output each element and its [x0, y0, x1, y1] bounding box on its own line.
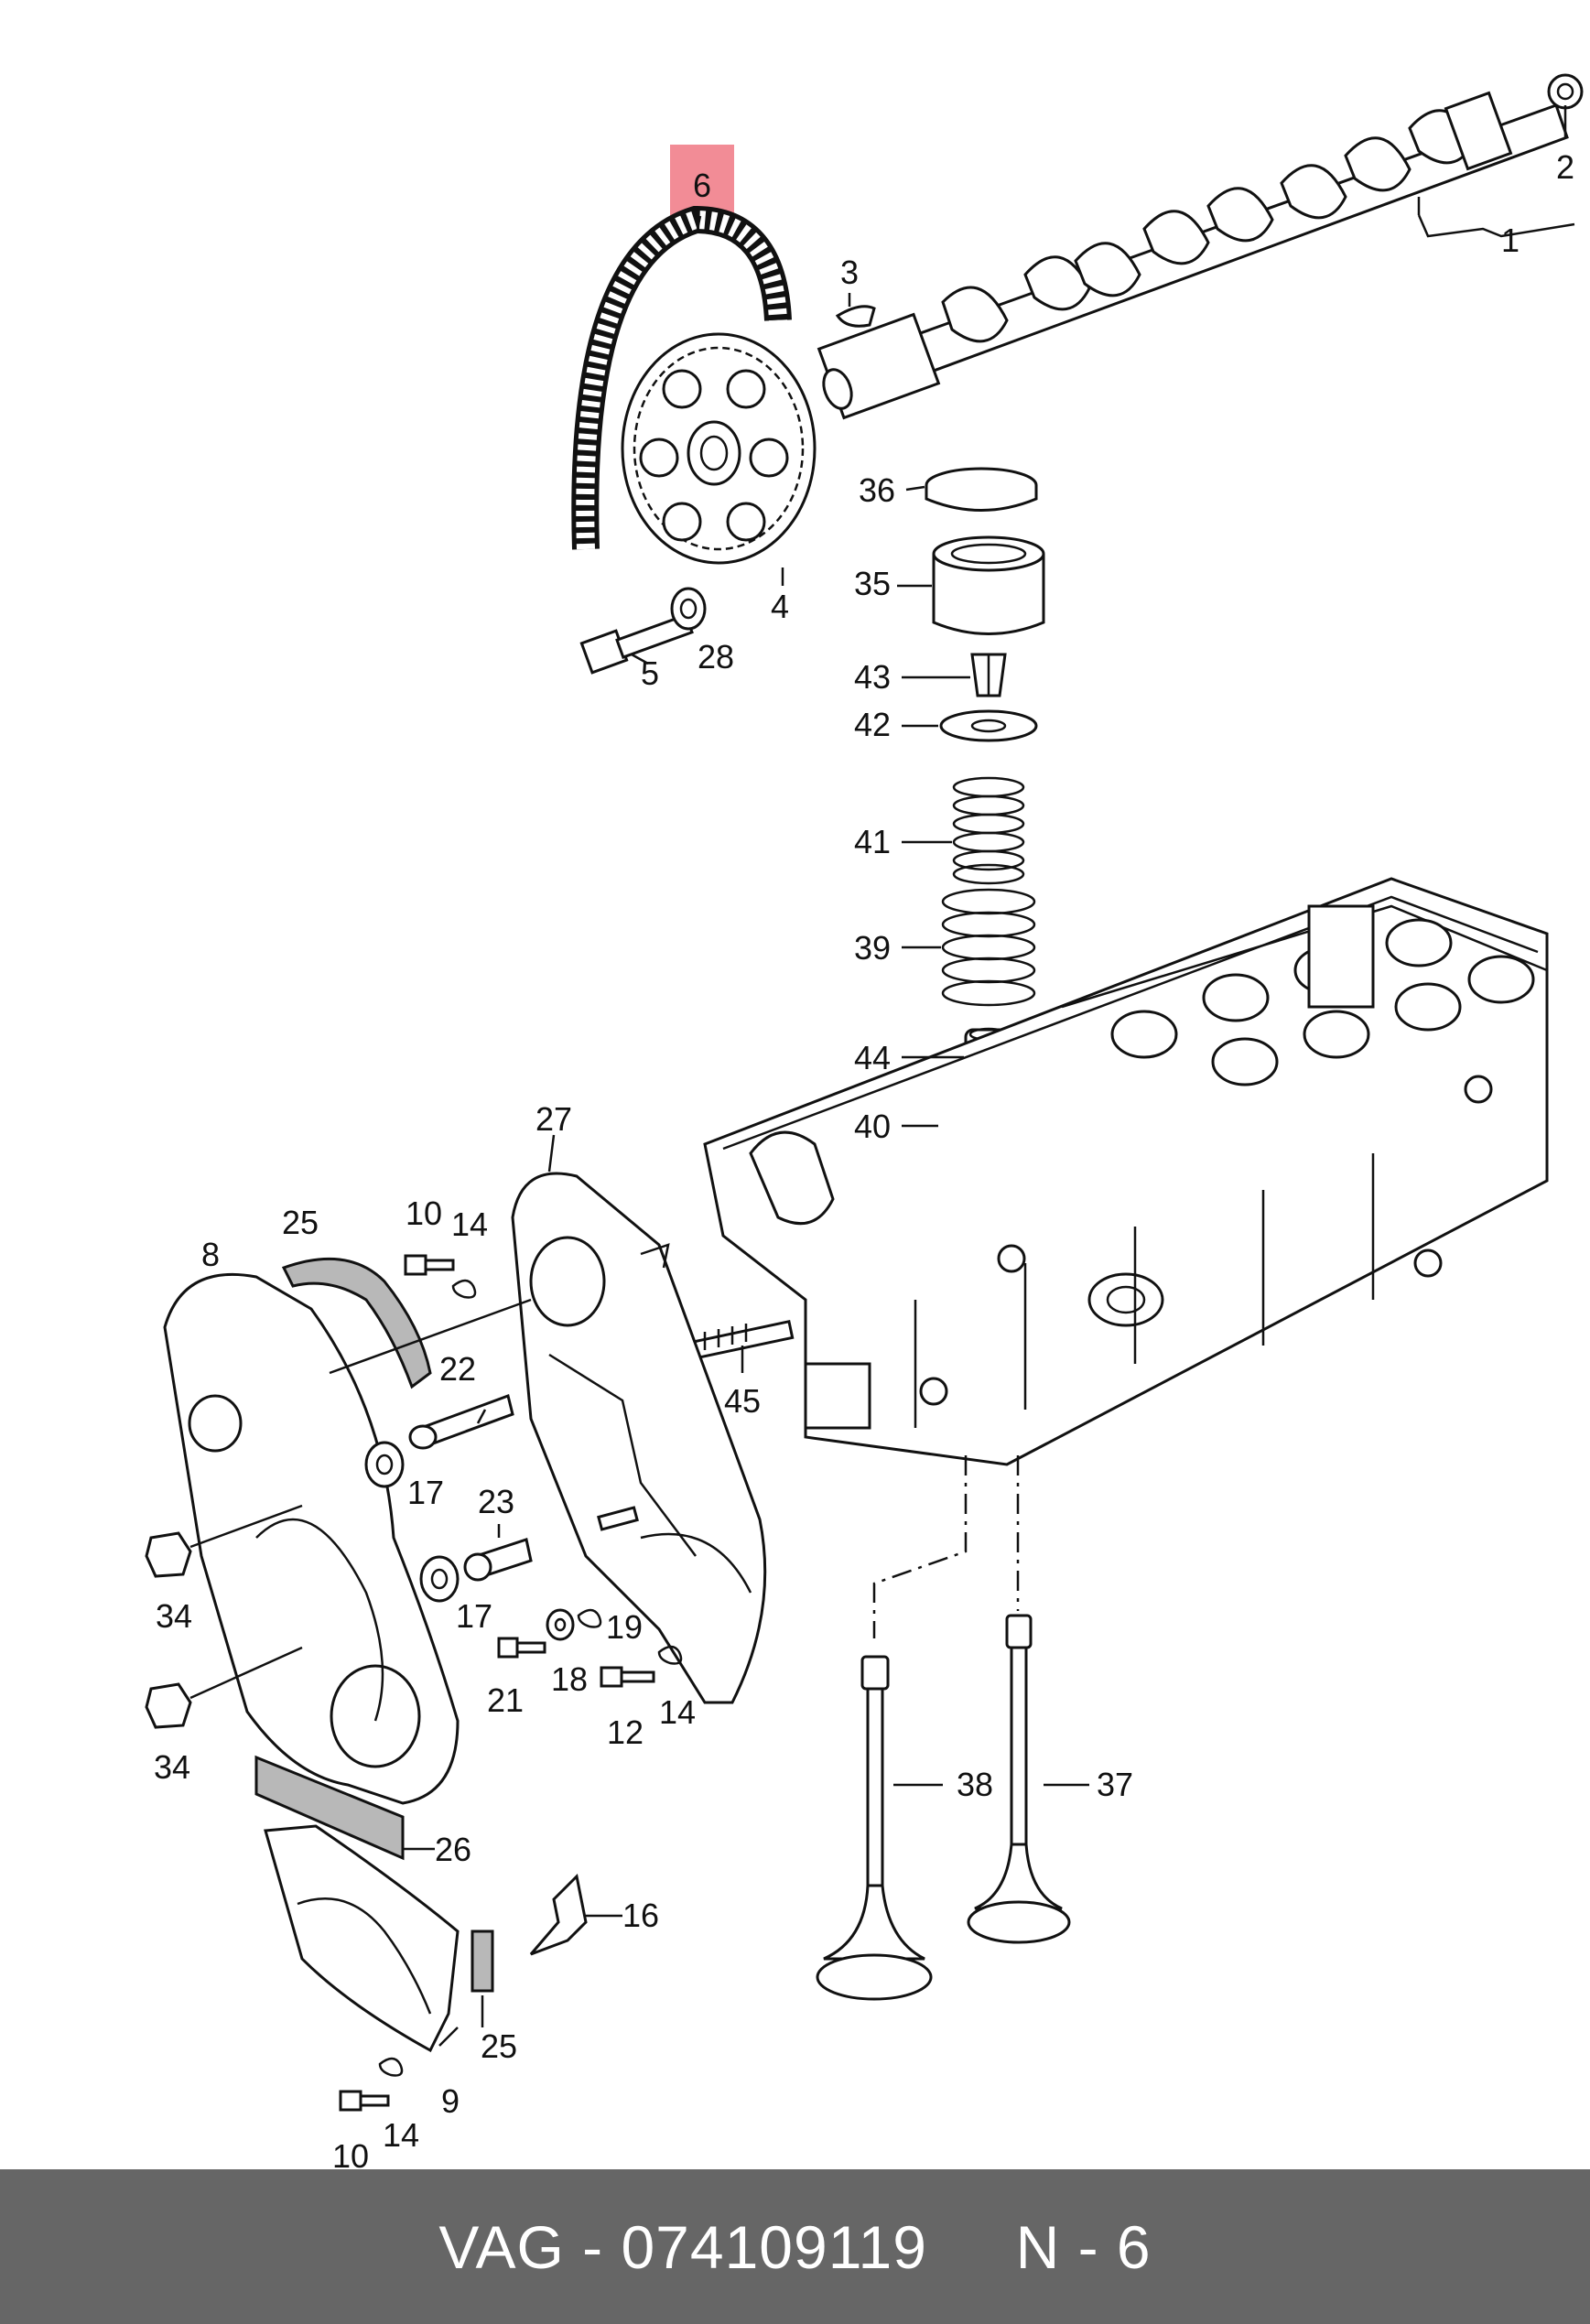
callout-10b: 10	[332, 2137, 369, 2169]
exploded-parts-diagram: 6 1 2 3 4 5 28 36 35 43 42 41 39 44 40 2…	[145, 73, 1584, 2169]
callout-34b: 34	[154, 1748, 190, 1786]
leader-nut-a	[189, 1504, 303, 1549]
callout-12: 12	[607, 1713, 644, 1751]
spring-clip-19[interactable]	[577, 1608, 602, 1628]
leader-cover	[329, 1298, 532, 1375]
sprocket-bolt[interactable]	[579, 612, 694, 675]
bolt-guard[interactable]	[597, 1506, 639, 1531]
cover-bolt-10[interactable]	[404, 1254, 455, 1276]
callout-45: 45	[724, 1382, 761, 1420]
callout-1: 1	[1501, 222, 1520, 259]
camshaft-sprocket[interactable]	[621, 332, 817, 565]
callout-39: 39	[854, 929, 891, 967]
callout-41: 41	[854, 823, 891, 860]
callout-43: 43	[854, 658, 891, 696]
seal-strip-25b[interactable]	[471, 1929, 494, 1993]
inner-valve-spring[interactable]	[952, 776, 1025, 885]
valve-cotters[interactable]	[970, 653, 1007, 697]
callout-21: 21	[487, 1681, 524, 1719]
cover-bolt-10b[interactable]	[339, 2090, 390, 2112]
woodruff-key[interactable]	[835, 305, 876, 328]
callout-27: 27	[535, 1100, 572, 1138]
upper-spring-seat[interactable]	[939, 709, 1038, 742]
bolt-21[interactable]	[497, 1637, 546, 1659]
callout-6: 6	[693, 167, 711, 204]
callout-38: 38	[957, 1766, 993, 1803]
callout-17a: 17	[407, 1474, 444, 1511]
spacer-sleeve-23[interactable]	[463, 1538, 533, 1582]
callout-9: 9	[441, 2082, 460, 2120]
callout-36: 36	[859, 471, 895, 509]
bolt-12[interactable]	[600, 1666, 655, 1688]
valve-shim[interactable]	[925, 467, 1038, 512]
callout-4: 4	[771, 588, 789, 625]
spring-clip-14b[interactable]	[657, 1645, 683, 1665]
camshaft-gear[interactable]	[1547, 73, 1584, 110]
callout-17b: 17	[456, 1597, 492, 1635]
cover-seal-strip[interactable]	[281, 1257, 432, 1389]
leader-nut-b	[189, 1646, 303, 1700]
callout-23: 23	[478, 1483, 514, 1520]
callout-34a: 34	[156, 1597, 192, 1635]
washer-18[interactable]	[546, 1608, 575, 1641]
callout-35: 35	[854, 565, 891, 602]
exhaust-valve[interactable]	[967, 1614, 1071, 1944]
callout-10a: 10	[406, 1194, 442, 1232]
part-number-footer: VAG - 074109119 N - 6	[0, 2169, 1590, 2324]
cap-nut-a[interactable]	[145, 1531, 192, 1578]
callout-8: 8	[201, 1236, 220, 1273]
callout-18: 18	[551, 1660, 588, 1698]
upper-belt-cover[interactable]	[163, 1272, 460, 1805]
part-number-text: VAG - 074109119 N - 6	[438, 2212, 1152, 2281]
callout-40: 40	[854, 1108, 891, 1145]
callout-28: 28	[698, 638, 734, 676]
callout-19: 19	[606, 1608, 643, 1646]
spacer-sleeve-22[interactable]	[408, 1394, 514, 1450]
cylinder-head	[703, 877, 1549, 1466]
cap-nut-b[interactable]	[145, 1682, 192, 1729]
callout-42: 42	[854, 706, 891, 743]
callout-14a: 14	[451, 1205, 488, 1243]
callout-14c: 14	[383, 2116, 419, 2154]
highlight-box	[670, 145, 734, 216]
outer-valve-spring[interactable]	[941, 888, 1036, 1007]
intake-valve[interactable]	[816, 1655, 933, 2001]
lower-belt-cover[interactable]	[264, 1824, 460, 2053]
timing-belt[interactable]	[571, 205, 792, 550]
callout-5: 5	[641, 654, 659, 692]
callout-2: 2	[1556, 148, 1574, 186]
rubber-grommet-b[interactable]	[419, 1555, 460, 1603]
callout-26: 26	[435, 1831, 471, 1868]
spring-clip-14[interactable]	[451, 1279, 477, 1299]
callout-3: 3	[840, 254, 859, 291]
rubber-grommet-a[interactable]	[364, 1441, 405, 1488]
valve-axis-38	[872, 1455, 968, 1638]
callout-25a: 25	[282, 1204, 319, 1241]
callout-44: 44	[854, 1039, 891, 1076]
camshaft[interactable]	[817, 91, 1569, 420]
rear-belt-guard[interactable]	[511, 1172, 767, 1704]
callout-22: 22	[439, 1350, 476, 1388]
callout-14b: 14	[659, 1693, 696, 1731]
clip-16[interactable]	[529, 1873, 588, 1956]
callout-25b: 25	[481, 2027, 517, 2065]
bucket-tappet[interactable]	[932, 535, 1045, 635]
lower-seal-strip[interactable]	[254, 1755, 405, 1861]
callout-37: 37	[1097, 1766, 1133, 1803]
callout-labels: 6 1 2 3 4 5 28 36 35 43 42 41 39 44 40 2…	[154, 148, 1574, 2169]
spring-clip-14c[interactable]	[378, 2057, 404, 2077]
leader-lines	[403, 105, 1575, 2047]
sprocket-washer[interactable]	[670, 587, 707, 631]
callout-16: 16	[622, 1897, 659, 1934]
